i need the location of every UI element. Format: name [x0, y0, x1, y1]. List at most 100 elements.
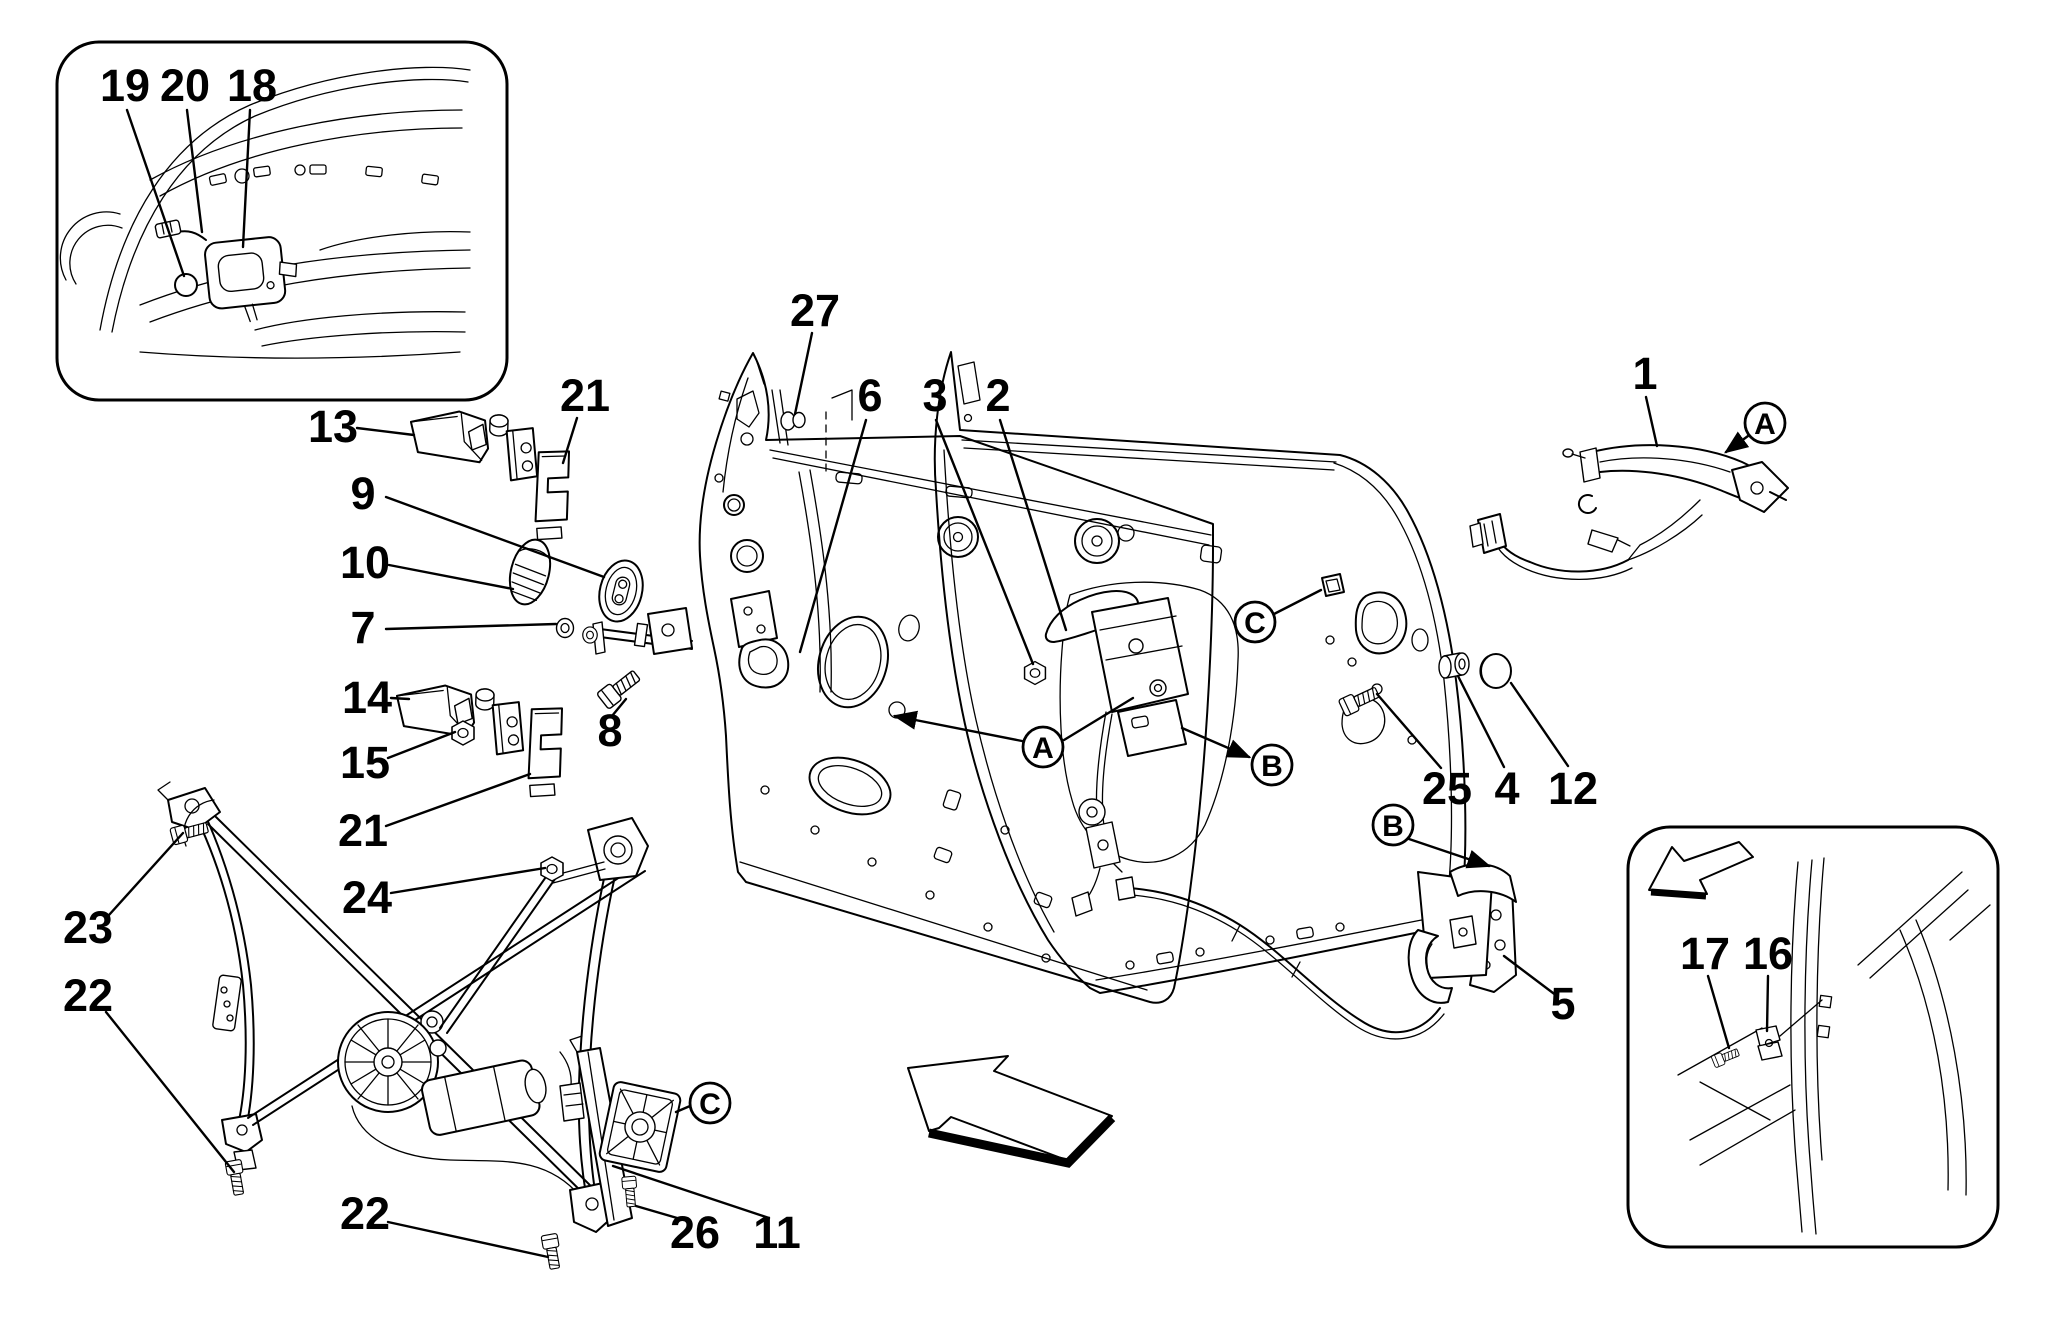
check-strap-14: [394, 682, 527, 757]
cap-12: [1479, 653, 1512, 689]
badge-B-2: B: [1180, 726, 1294, 787]
leader-line: [934, 418, 1035, 666]
leader-line: [1456, 674, 1506, 769]
grommet-9: [598, 559, 644, 623]
callout-20-1: 20: [160, 60, 210, 234]
badge-letter: B: [1382, 810, 1404, 843]
badge-arrow: [892, 710, 1024, 743]
callout-15-15: 15: [340, 730, 457, 788]
callout-22-19: 22: [63, 970, 236, 1174]
direction-arrow-main: [907, 1055, 1116, 1168]
leader-line: [389, 866, 547, 895]
badge-arrow: [1180, 726, 1252, 759]
leader-line: [634, 1204, 686, 1222]
callout-label: 21: [560, 370, 610, 421]
callout-label: 25: [1422, 763, 1472, 814]
callout-14-14: 14: [342, 672, 411, 723]
leader-line: [241, 108, 252, 249]
handle-cable-connector: [1469, 513, 1507, 554]
trim-wire-connector: [154, 219, 207, 241]
callout-label: 3: [922, 370, 947, 421]
badge-letter: A: [1032, 732, 1054, 765]
stud-27: [780, 389, 853, 473]
callout-label: 10: [340, 537, 390, 588]
callout-label: 11: [753, 1207, 801, 1258]
callout-9-10: 9: [350, 468, 606, 579]
badge-B-3: B: [1371, 803, 1492, 869]
badge-C-4: C: [1233, 588, 1323, 644]
leader-line: [185, 108, 204, 234]
callout-4-24: 4: [1456, 674, 1520, 814]
leader-line: [798, 418, 868, 654]
badge-circle: [1233, 600, 1277, 644]
inset-b-pillar: [1626, 825, 2000, 1249]
callout-2-6: 2: [985, 370, 1068, 632]
badge-circle: [1250, 743, 1294, 787]
badge-leader-line: [1272, 588, 1323, 616]
callout-label: 17: [1680, 928, 1730, 979]
leader-line: [611, 1164, 771, 1220]
mounting-plate-c: [598, 1081, 682, 1173]
badge-letter: B: [1261, 750, 1283, 783]
callout-label: 23: [63, 902, 113, 953]
leader-line: [384, 495, 606, 579]
callout-label: 18: [227, 60, 277, 111]
callout-19-0: 19: [100, 60, 186, 278]
leader-line: [384, 772, 532, 828]
badge-C-5: C: [674, 1081, 732, 1125]
callout-label: 7: [350, 602, 375, 653]
leader-line: [1375, 692, 1443, 770]
badge-circle: [1021, 725, 1065, 769]
mounted-check-strap: [592, 590, 790, 689]
leader-line: [793, 331, 814, 416]
inner-handle-bezel: [204, 236, 298, 323]
badge-circle: [1371, 803, 1415, 847]
regulator-cable-lower: [351, 1105, 581, 1197]
screw-22-right: [540, 1232, 564, 1271]
check-strap-13: [408, 408, 541, 483]
callout-label: 6: [857, 370, 882, 421]
badge-A-0: A: [1724, 401, 1787, 454]
badge-letter: C: [699, 1088, 721, 1121]
leader-line: [610, 697, 628, 718]
leader-line: [386, 1220, 550, 1259]
badge-letter: A: [1754, 408, 1776, 441]
callout-label: 9: [350, 468, 375, 519]
callout-label: 27: [790, 285, 840, 336]
leader-line: [107, 831, 185, 917]
badge-tail-line: [1062, 696, 1135, 742]
leader-line: [1644, 395, 1659, 448]
leader-line: [1509, 681, 1570, 768]
callout-10-11: 10: [340, 537, 515, 591]
callout-23-18: 23: [63, 831, 185, 953]
callout-label: 2: [985, 370, 1010, 421]
screw-17: [1710, 1045, 1741, 1069]
callout-6-4: 6: [798, 370, 883, 654]
callout-label: 24: [342, 872, 392, 923]
washer-7a: [555, 617, 575, 639]
callout-label: 13: [308, 401, 358, 452]
badge-circle: [688, 1081, 732, 1125]
rail-bottom-foot-left: [221, 1113, 263, 1153]
callout-18-2: 18: [227, 60, 277, 249]
pillar-art: [1677, 857, 1991, 1235]
badge-circle: [1743, 401, 1787, 445]
callout-21-16: 21: [338, 772, 532, 856]
callout-16-28: 16: [1743, 928, 1793, 1033]
regulator-motor: [337, 1011, 547, 1136]
callout-label: 22: [63, 970, 113, 1021]
leader-line: [104, 1010, 236, 1174]
badge-A-1: A: [892, 696, 1135, 769]
callout-label: 14: [342, 672, 392, 723]
callout-17-27: 17: [1680, 928, 1731, 1050]
badge-arrow: [1724, 431, 1750, 454]
bushing-4: [1438, 652, 1470, 679]
callout-25-23: 25: [1375, 692, 1472, 814]
inset-border-2: [1626, 825, 2000, 1249]
leader-line: [998, 418, 1068, 632]
callout-27-3: 27: [790, 285, 840, 416]
callout-1-7: 1: [1632, 348, 1659, 448]
leader-line: [355, 426, 416, 437]
